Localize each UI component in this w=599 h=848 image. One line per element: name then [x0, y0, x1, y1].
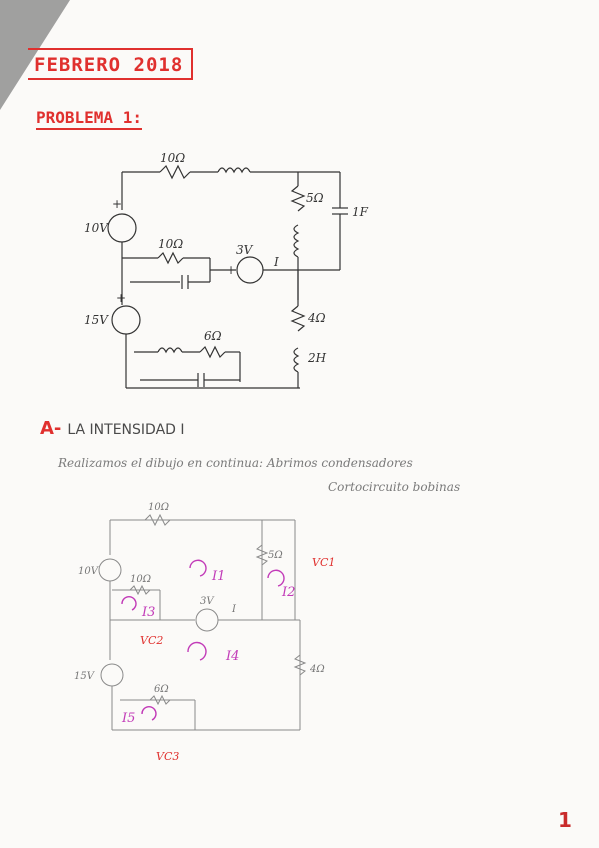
c2-label-r-top: 10Ω: [148, 502, 169, 513]
note-line-1: Realizamos el dibujo en continua: Abrimo…: [58, 456, 413, 470]
section-a-heading: A- LA INTENSIDAD I: [40, 418, 185, 439]
c2-label-i2: I2: [281, 585, 295, 600]
c2-label-vc2: VC2: [140, 634, 163, 647]
c2-label-i4: I4: [225, 649, 239, 664]
c2-label-vc1: VC1: [312, 556, 335, 569]
section-a-text: LA INTENSIDAD I: [67, 422, 185, 438]
label-v10: 10V: [84, 221, 109, 235]
c2-label-v10: 10V: [78, 566, 100, 577]
section-a-letter: A-: [40, 418, 62, 439]
note-line-2: Cortocircuito bobinas: [328, 480, 461, 494]
c2-label-i5: I5: [121, 711, 135, 726]
label-r4: 4Ω: [307, 311, 326, 325]
c2-label-r-mid: 10Ω: [130, 574, 151, 585]
label-v15: 15V: [84, 313, 109, 327]
c2-label-current: I: [231, 604, 237, 615]
c2-label-i1: I1: [211, 569, 225, 584]
label-v3: 3V: [236, 243, 254, 257]
page-number: 1: [558, 808, 572, 832]
c2-label-i3: I3: [141, 605, 155, 620]
c2-label-r5: 5Ω: [268, 550, 283, 561]
label-ind: 2H: [307, 351, 327, 365]
page-fold: [0, 0, 70, 110]
page-title: FEBRERO 2018: [28, 48, 194, 80]
label-r5: 5Ω: [306, 191, 324, 205]
c2-label-v3: 3V: [200, 596, 215, 607]
c2-label-v15: 15V: [74, 671, 96, 682]
c2-label-vc3: VC3: [156, 750, 179, 763]
label-r6: 6Ω: [204, 329, 222, 343]
label-current: I: [273, 255, 279, 269]
label-r-mid: 10Ω: [158, 237, 183, 251]
c2-label-r6: 6Ω: [154, 684, 169, 695]
c2-label-r4: 4Ω: [309, 664, 325, 675]
label-plus-1: +: [112, 197, 122, 211]
label-cap: 1F: [352, 205, 369, 219]
label-r-top: 10Ω: [160, 151, 185, 165]
label-plus-3: +: [226, 263, 236, 277]
label-plus-2: +: [116, 291, 126, 305]
problem-heading: PROBLEMA 1:: [36, 108, 142, 130]
